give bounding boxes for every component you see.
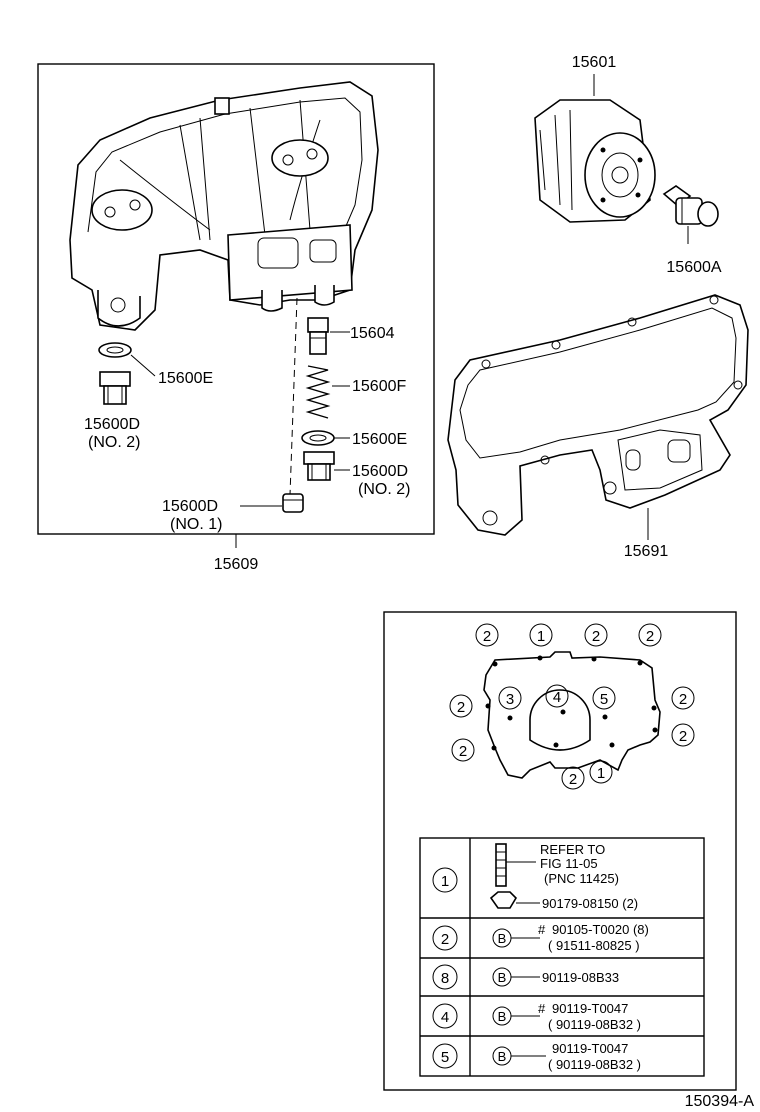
svg-text:2: 2 [483, 628, 491, 645]
bolt-circle-h: 5 [592, 686, 616, 710]
bolt-circle-m: 1 [589, 760, 613, 784]
gasket-15691[interactable] [447, 294, 749, 536]
oil-filter-15601[interactable] [534, 99, 656, 223]
legend-row-3-part: 90119-08B33 [542, 970, 619, 985]
legend-row-1: 1 REFER TO FIG 11-05 (PNC 11425) 90179-0… [432, 842, 638, 911]
bolt-circle-j: 2 [671, 723, 695, 747]
svg-text:3: 3 [506, 691, 514, 708]
oil-filter-bracket[interactable] [69, 81, 379, 331]
label-15604: 15604 [350, 325, 395, 342]
legend-row-5: 5 B 90119-T0047 ( 90119-08B32 ) [432, 1041, 641, 1072]
svg-text:#: # [538, 922, 546, 937]
bolt-map-gasket [483, 651, 661, 779]
legend-row-5-alt: ( 90119-08B32 ) [548, 1057, 641, 1072]
figure-code: 150394-A [685, 1093, 755, 1110]
legend-row-4-part: 90119-T0047 [552, 1001, 628, 1016]
relief-valve-15604[interactable] [307, 317, 329, 355]
legend-row-5-part: 90119-T0047 [552, 1041, 628, 1056]
label-15691: 15691 [624, 543, 669, 560]
plug-15600d-bottom[interactable] [282, 493, 304, 513]
label-15600d-bottom-note: (NO. 1) [170, 516, 222, 533]
svg-text:2: 2 [457, 699, 465, 716]
bolt-circle-a: 2 [475, 623, 499, 647]
svg-text:1: 1 [537, 628, 545, 645]
svg-text:2: 2 [592, 628, 600, 645]
label-15600d-bottom: 15600D [162, 498, 218, 515]
svg-text:4: 4 [441, 1009, 449, 1026]
label-15600d-left: 15600D [84, 416, 140, 433]
legend-row-3: 8 B 90119-08B33 [432, 964, 619, 990]
svg-text:B: B [498, 970, 507, 985]
svg-text:B: B [498, 1049, 507, 1064]
svg-text:8: 8 [441, 970, 449, 987]
union-bolt-15600a[interactable] [662, 185, 719, 227]
bolt-circle-e: 2 [449, 694, 473, 718]
label-15600d-right: 15600D [352, 463, 408, 480]
legend-row-4: 4 B # 90119-T0047 ( 90119-08B32 ) [432, 1001, 641, 1032]
svg-text:2: 2 [459, 743, 467, 760]
svg-text:2: 2 [646, 628, 654, 645]
bolt-circle-g: 4 [545, 684, 569, 708]
bolt-circle-i: 2 [671, 686, 695, 710]
legend-row-2-alt: ( 91511-80825 ) [548, 938, 640, 953]
label-15600e-right: 15600E [352, 431, 407, 448]
spring-15600f[interactable] [305, 365, 331, 419]
label-15600f: 15600F [352, 378, 406, 395]
legend-row-1-line1: REFER TO [540, 842, 605, 857]
label-15601: 15601 [572, 54, 617, 71]
gasket-15600e-left[interactable] [98, 342, 132, 358]
svg-text:5: 5 [600, 691, 608, 708]
bolt-map-frame [383, 611, 737, 1091]
svg-text:1: 1 [597, 765, 605, 782]
svg-text:2: 2 [679, 728, 687, 745]
svg-text:2: 2 [441, 931, 449, 948]
bolt-circle-b: 1 [529, 623, 553, 647]
bolt-circle-k: 2 [451, 738, 475, 762]
label-15600e-left: 15600E [158, 370, 213, 387]
svg-text:#: # [538, 1001, 546, 1016]
svg-text:2: 2 [569, 771, 577, 788]
plug-15600d-right[interactable] [303, 451, 335, 481]
label-15609: 15609 [214, 556, 259, 573]
legend-row-2-part: 90105-T0020 (8) [552, 922, 649, 937]
label-15600a: 15600A [666, 259, 721, 276]
legend-row-2: 2 B # 90105-T0020 (8) ( 91511-80825 ) [432, 922, 649, 953]
bolt-circle-l: 2 [561, 766, 585, 790]
gasket-15600e-right[interactable] [301, 430, 335, 446]
legend-row-1-line2: FIG 11-05 [540, 856, 598, 871]
bolt-circle-f: 3 [498, 686, 522, 710]
svg-text:5: 5 [441, 1049, 449, 1066]
legend-row-4-alt: ( 90119-08B32 ) [548, 1017, 641, 1032]
svg-text:2: 2 [679, 691, 687, 708]
label-15600d-right-note: (NO. 2) [358, 481, 410, 498]
label-15600d-left-note: (NO. 2) [88, 434, 140, 451]
svg-text:B: B [498, 1009, 507, 1024]
legend-row-1-part: 90179-08150 (2) [542, 896, 638, 911]
bolt-legend-table [419, 837, 705, 1077]
legend-row-1-line3: (PNC 11425) [544, 871, 619, 886]
plug-15600d-left[interactable] [99, 371, 131, 405]
svg-text:B: B [498, 931, 507, 946]
svg-text:4: 4 [553, 689, 561, 706]
bolt-circle-c: 2 [584, 623, 608, 647]
svg-text:1: 1 [441, 873, 449, 890]
bolt-circle-d: 2 [638, 623, 662, 647]
